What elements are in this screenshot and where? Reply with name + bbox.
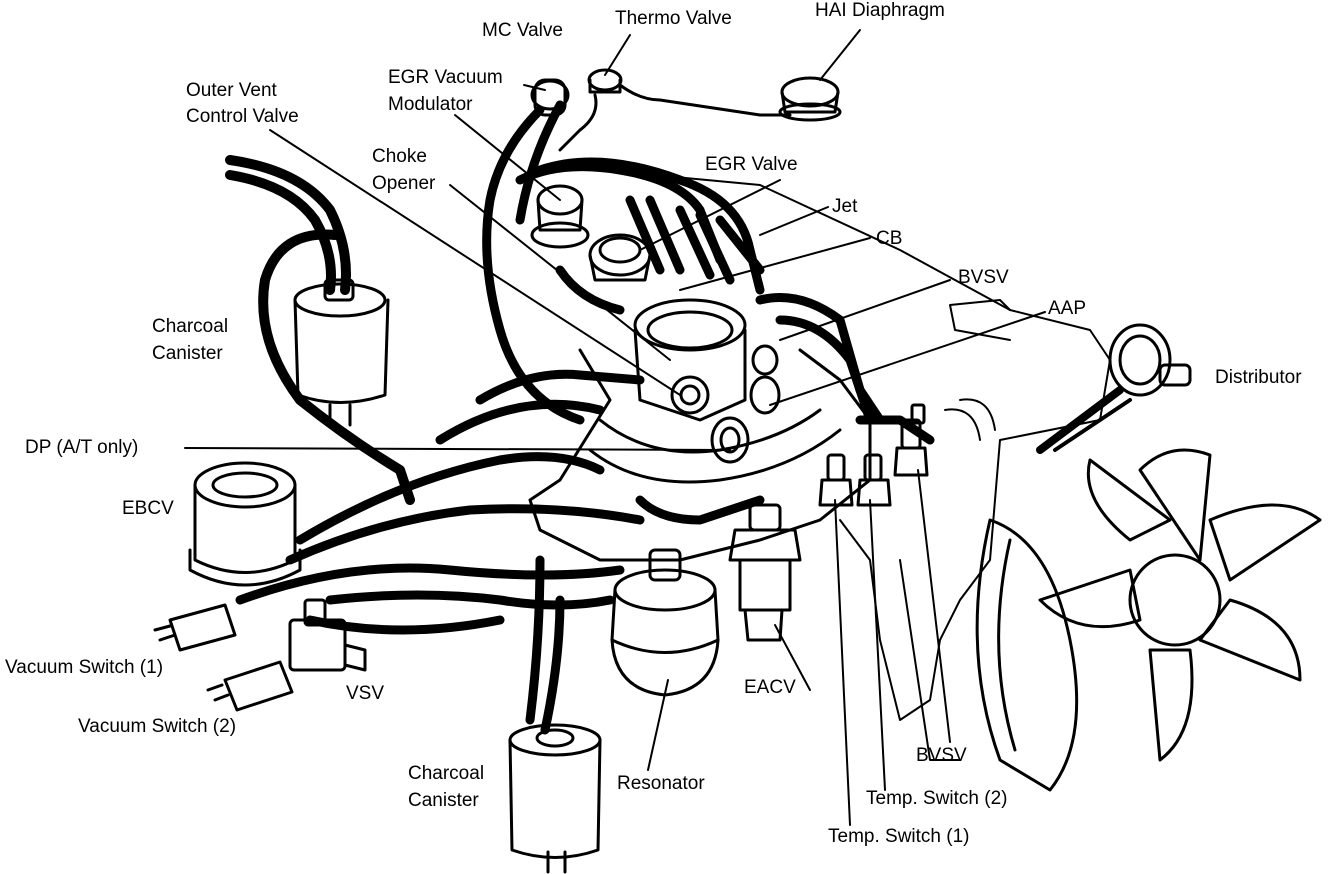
fan-assembly <box>975 448 1322 792</box>
label-vacuum-switch-2: Vacuum Switch (2) <box>78 716 237 737</box>
label-bvsv-top: BVSV <box>958 267 1009 288</box>
label-egr-valve: EGR Valve <box>705 154 798 175</box>
label-resonator: Resonator <box>617 773 705 794</box>
label-jet: Jet <box>832 196 858 217</box>
label-outer-vent-control-valve-line2: Control Valve <box>186 106 299 127</box>
label-temp-switch-1: Temp. Switch (1) <box>828 826 970 847</box>
distributor-body <box>1036 323 1192 454</box>
label-vacuum-switch-1: Vacuum Switch (1) <box>5 657 164 678</box>
label-dp-at-only: DP (A/T only) <box>25 437 139 458</box>
charcoal-canister-left-body <box>293 278 390 427</box>
label-cb: CB <box>876 228 903 249</box>
label-choke-opener-line1: Choke <box>372 146 427 167</box>
label-outer-vent-control-valve-line1: Outer Vent <box>186 80 277 101</box>
eacv-body <box>728 503 802 642</box>
label-vsv: VSV <box>346 683 385 704</box>
label-mc-valve: MC Valve <box>482 20 563 41</box>
label-hai-diaphragm: HAI Diaphragm <box>815 0 945 21</box>
label-charcoal-canister-left-line1: Charcoal <box>152 316 229 337</box>
label-charcoal-canister-left-line2: Canister <box>152 343 223 364</box>
temp-switch-bodies <box>818 403 929 507</box>
label-temp-switch-2: Temp. Switch (2) <box>866 788 1008 809</box>
leader-lines <box>184 29 1046 826</box>
label-distributor: Distributor <box>1215 367 1302 388</box>
vacuum-switch-bodies <box>153 598 367 712</box>
top-valves <box>530 68 842 152</box>
label-thermo-valve: Thermo Valve <box>615 8 732 29</box>
ebcv-body <box>188 461 302 587</box>
label-egr-vacuum-modulator-line1: EGR Vacuum <box>388 67 503 88</box>
label-egr-vacuum-modulator-line2: Modulator <box>388 94 473 115</box>
charcoal-canister-bottom-body <box>508 723 602 874</box>
label-bvsv-bottom: BVSV <box>916 745 967 766</box>
label-eacv: EACV <box>744 677 796 698</box>
label-charcoal-canister-bottom-line1: Charcoal <box>408 763 485 784</box>
label-aap: AAP <box>1048 298 1087 319</box>
resonator-body <box>610 548 720 697</box>
label-charcoal-canister-bottom-line2: Canister <box>408 790 479 811</box>
vacuum-hoses <box>235 100 935 735</box>
label-choke-opener-line2: Opener <box>372 173 436 194</box>
engine-block <box>599 169 1111 761</box>
label-ebcv: EBCV <box>122 498 174 519</box>
canister-hose-left <box>225 155 415 505</box>
